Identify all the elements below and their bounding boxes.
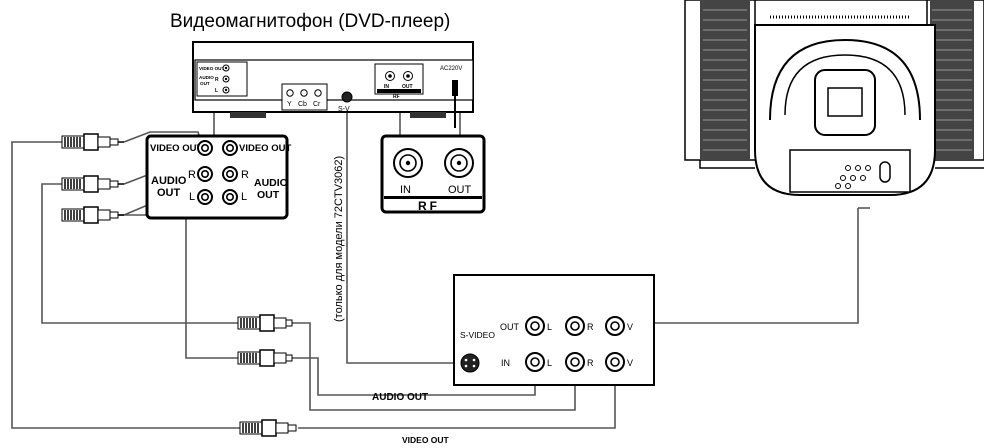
dvd-cb-label: Cb [298, 101, 307, 108]
tv-in-label: IN [501, 358, 510, 368]
tv-s-video-label: S-VIDEO [460, 330, 495, 340]
dvd-av-zoom-panel: VIDEO OUT VIDEO OUT AUDIO OUT R L R L AU… [145, 134, 291, 220]
zoom-out-right: OUT [257, 189, 280, 201]
zoom-r-left: R [188, 169, 196, 181]
rf-in-label: IN [400, 184, 411, 196]
dvd-rf-out-label: OUT [402, 84, 413, 90]
tv-in-l-label: L [547, 358, 552, 368]
tv-out-label: OUT [500, 322, 520, 332]
diagram-title: Видеомагнитофон (DVD-плеер) [170, 11, 450, 32]
rf-zoom-panel: IN OUT RF [380, 134, 486, 214]
zoom-l-left: L [189, 191, 195, 203]
power-cord-icon [452, 80, 458, 96]
video-out-cable-label: VIDEO OUT [402, 435, 450, 445]
dvd-cr-label: Cr [313, 101, 321, 108]
dvd-y-label: Y [287, 101, 292, 108]
tv-out-r-label: R [587, 322, 594, 332]
dvd-r-label: R [215, 77, 219, 83]
dvd-out-label: OUT [200, 81, 210, 86]
dvd-player-panel: VIDEO OUT AUDIO OUT R L Y Cb Cr S-V IN O… [192, 41, 474, 128]
rca-plug-icon [61, 133, 124, 151]
rf-out-label: OUT [448, 184, 472, 196]
zoom-audio-right: AUDIO [254, 177, 288, 189]
zoom-video-out-right: VIDEO OUT [239, 143, 291, 154]
zoom-out-left: OUT [157, 187, 181, 199]
model-note: (только для модели 72CTV3062) [333, 156, 345, 322]
dvd-l-label: L [215, 88, 218, 94]
rca-plug-icon [239, 419, 297, 437]
rca-plug-icon [61, 206, 124, 224]
zoom-r-right: R [241, 169, 249, 181]
zoom-video-out-left: VIDEO OUT [150, 143, 202, 154]
dvd-ac-label: AC220V [440, 66, 462, 72]
s-video-jack-icon [460, 353, 480, 373]
dvd-video-out-label: VIDEO OUT [199, 66, 224, 71]
zoom-audio-left: AUDIO [151, 175, 187, 187]
dvd-rf-in-label: IN [384, 84, 389, 90]
dvd-s-video-jack-icon [341, 91, 353, 103]
tv-out-l-label: L [547, 322, 552, 332]
tv-input-panel: S-VIDEO OUT IN L R V L R V [453, 274, 655, 386]
dvd-sv-label: S-V [338, 106, 350, 113]
rca-jack-icon [197, 140, 213, 156]
dvd-rf-label: RF [393, 94, 400, 100]
tv-in-r-label: R [587, 358, 594, 368]
rca-plug-icon [237, 349, 293, 367]
rca-plug-icon [61, 175, 124, 193]
rf-title-label: RF [418, 199, 440, 213]
rca-plug-icon [237, 314, 293, 332]
dvd-audio-label: AUDIO [199, 75, 214, 80]
tv-in-v-label: V [627, 358, 633, 368]
audio-out-cable-label: AUDIO OUT [372, 392, 428, 403]
tv-out-v-label: V [627, 322, 633, 332]
tv-set-icon [684, 0, 984, 209]
zoom-l-right: L [241, 191, 247, 203]
